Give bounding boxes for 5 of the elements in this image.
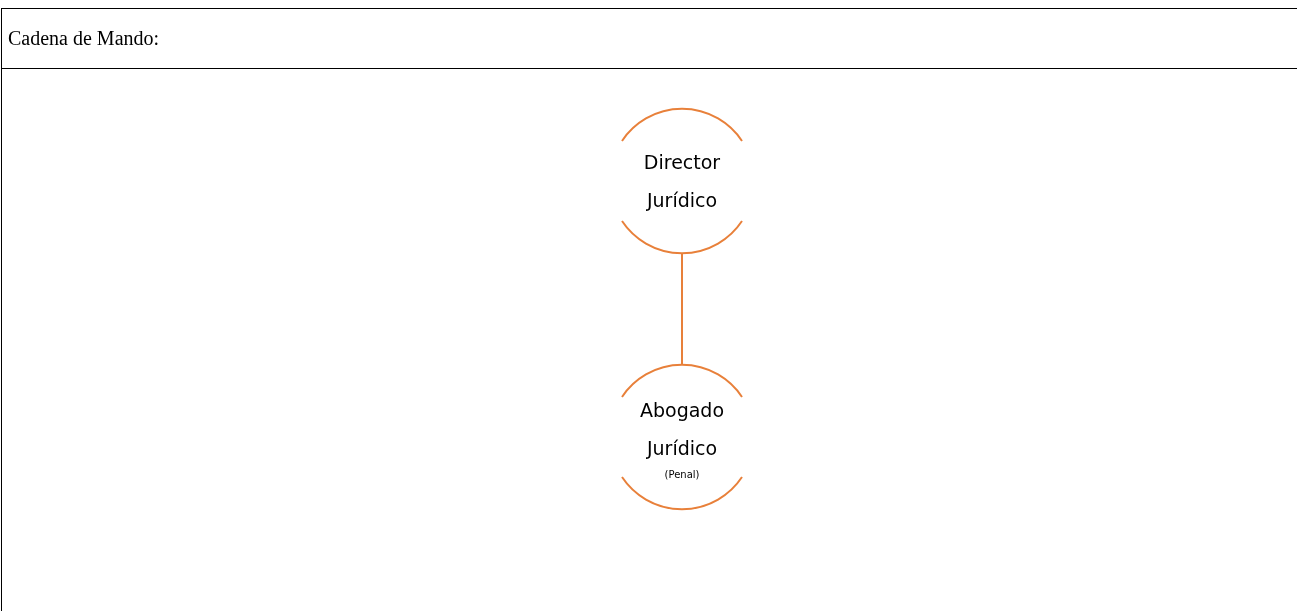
table-heading: Cadena de Mando: (8, 27, 160, 50)
connector-line (681, 252, 683, 366)
role-title: Director Jurídico (642, 150, 722, 213)
role-note: (Penal) (664, 468, 700, 482)
role-title: Abogado Jurídico (638, 398, 726, 461)
